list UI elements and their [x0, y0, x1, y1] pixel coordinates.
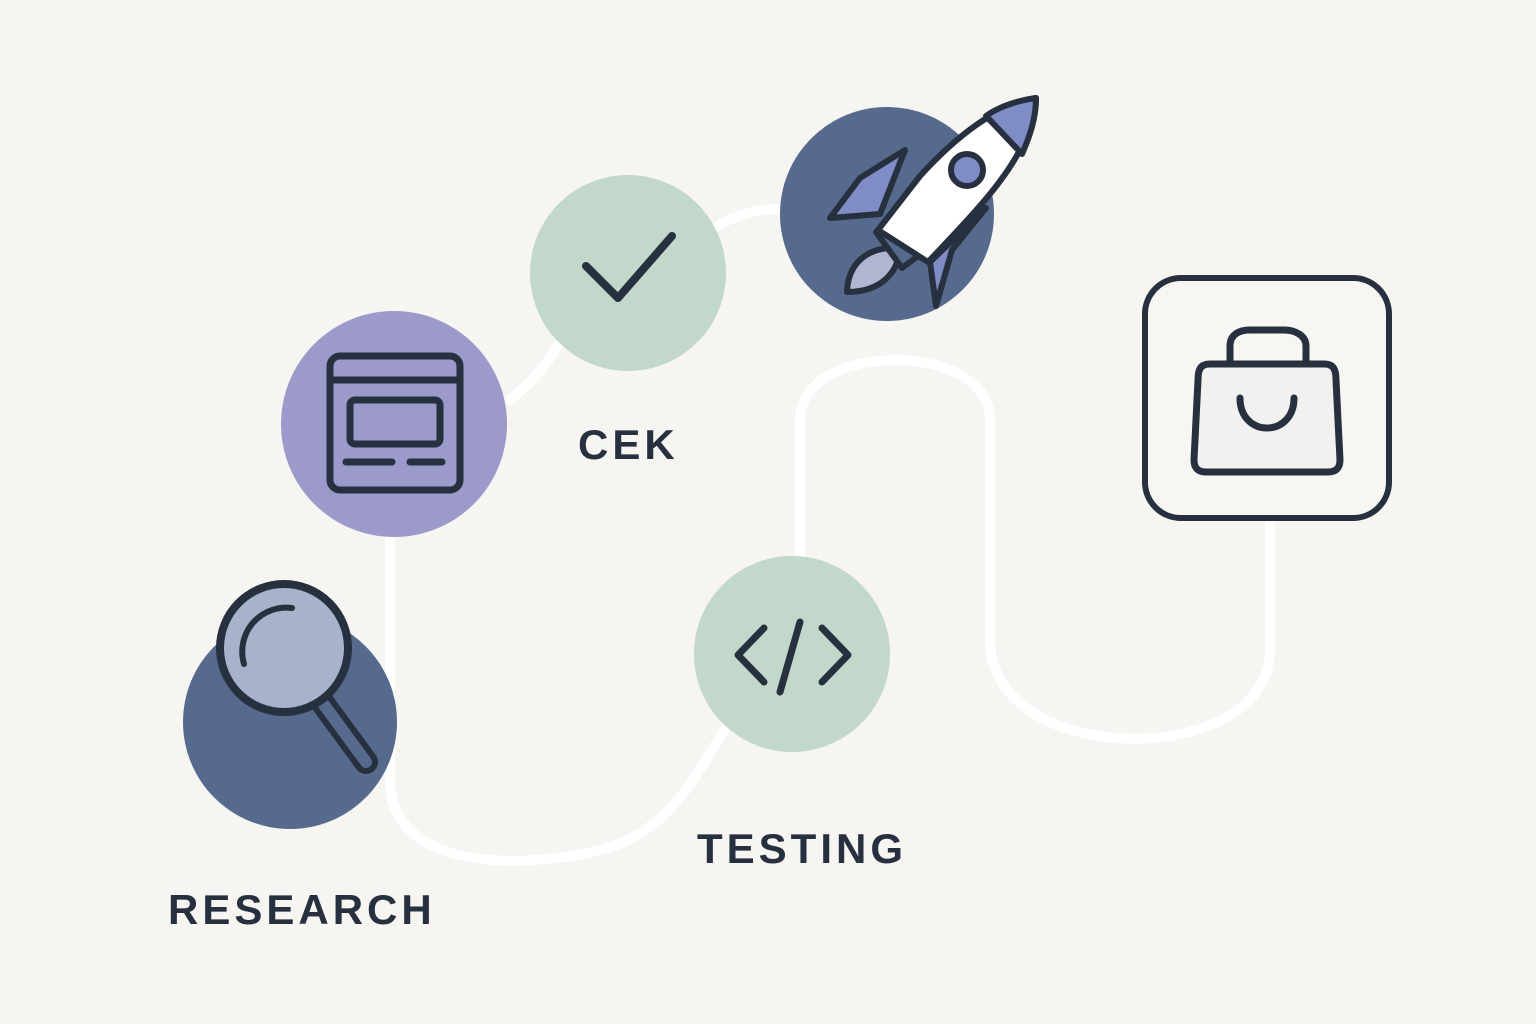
- research-node: [183, 580, 397, 829]
- design-node: [281, 311, 507, 537]
- launch-node: [780, 95, 1039, 321]
- magnifying-glass-icon: [216, 580, 378, 774]
- shop-node: [1142, 275, 1392, 521]
- testing-label: TESTING: [697, 825, 908, 872]
- cek-node: [530, 175, 726, 371]
- workflow-path: [385, 203, 1275, 866]
- checkmark-icon: [582, 232, 676, 302]
- shopping-bag-icon: [1190, 326, 1344, 476]
- research-label: RESEARCH: [168, 886, 436, 933]
- cek-label: CEK: [578, 421, 679, 468]
- rocket-icon: [827, 95, 1039, 309]
- code-brackets-icon: [734, 618, 852, 696]
- browser-window-icon: [326, 352, 464, 494]
- design-circle: [281, 311, 507, 537]
- testing-node: [694, 556, 890, 752]
- cek-circle: [530, 175, 726, 371]
